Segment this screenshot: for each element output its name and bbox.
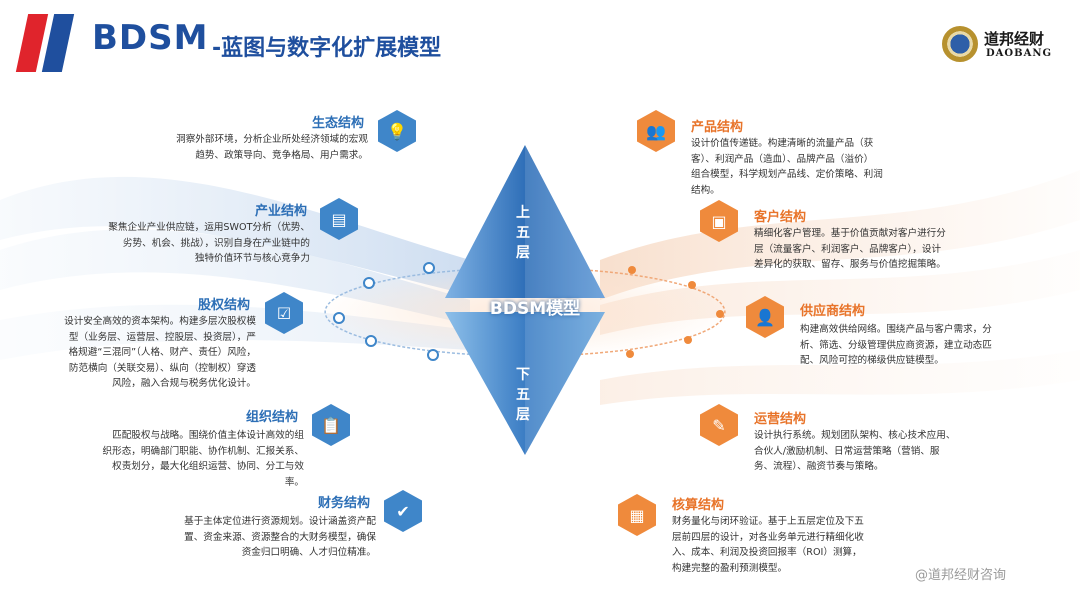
desc-line: 率。 <box>284 476 304 488</box>
upper-layer-char-3: 层 <box>516 245 530 261</box>
desc-line: 设计价值传递链。构建清晰的流量产品（获 <box>691 138 874 149</box>
desc-line: 置、资金来源、资源整合的大财务模型，确保 <box>184 531 376 543</box>
orbit-dot <box>688 281 696 289</box>
logo-text: 道邦经财 <box>984 30 1045 48</box>
watermark: @道邦经财咨询 <box>915 568 1007 583</box>
lower-triangle-shade <box>525 312 605 455</box>
desc-line: 构建完整的盈利预测模型。 <box>672 562 788 574</box>
orbit-right <box>524 267 726 357</box>
page-title: BDSM <box>92 18 209 58</box>
logo-seal-icon <box>942 26 978 62</box>
desc-line: 趋势、政策导向、竞争格局、用户需求。 <box>195 149 368 161</box>
desc-line: 匹配股权与战略。围绕价值主体设计高效的组 <box>112 430 304 441</box>
industry-structure-desc: 聚焦企业产业供应链，运用SWOT分析（优势、 劣势、机会、挑战），识别自身在产业… <box>60 220 310 267</box>
desc-line: 层前四层的设计，对各业务单元进行精细化收 <box>672 531 864 543</box>
lower-triangle <box>445 312 605 455</box>
header: BDSM -蓝图与数字化扩展模型 道邦经财 DAOBANG <box>0 0 1080 80</box>
desc-line: 组合模型，科学规划产品线、定价策略、利润 <box>691 169 883 180</box>
desc-line: 聚焦企业产业供应链，运用SWOT分析（优势、 <box>108 222 310 233</box>
clipboard-icon: 📋 <box>312 404 350 446</box>
desc-line: 劣势、机会、挑战），识别自身在产业链中的 <box>122 237 310 249</box>
equity-structure-title: 股权结构 <box>198 298 251 313</box>
desc-line: 精细化客户管理。基于价值贡献对客户进行分 <box>754 228 946 239</box>
desc-line: 务、流程）、融资节奏与策略。 <box>754 461 884 472</box>
checklist-icon: ☑ <box>265 292 303 334</box>
check-shield-icon: ✔ <box>384 490 422 532</box>
logo-subtext: DAOBANG <box>986 48 1053 59</box>
product-structure-title: 产品结构 <box>691 120 744 135</box>
desc-line: 结构。 <box>691 184 720 196</box>
desc-line: 格规避“三混同”（人格、财产、责任）风险， <box>68 347 256 358</box>
industry-structure-title: 产业结构 <box>255 204 308 219</box>
product-structure-desc: 设计价值传递链。构建清晰的流量产品（获 客）、利润产品（造血）、品牌产品（溢价）… <box>691 136 941 198</box>
upper-triangle <box>445 145 605 298</box>
desc-line: 客）、利润产品（造血）、品牌产品（溢价） <box>691 153 874 165</box>
organization-structure-desc: 匹配股权与战略。围绕价值主体设计高效的组 织形态，明确部门职能、协作机制、汇报关… <box>54 428 304 490</box>
finance-structure-title: 财务结构 <box>318 496 371 511</box>
operation-structure-title: 运营结构 <box>754 412 807 427</box>
upper-triangle-shade <box>525 145 605 298</box>
desc-line: 设计安全高效的资本架构。构建多层次股权模 <box>64 316 256 327</box>
upper-layer-char-2: 五 <box>516 225 530 241</box>
accounting-structure-title: 核算结构 <box>672 498 725 513</box>
desc-line: 财务量化与闭环验证。基于上五层定位及下五 <box>672 516 864 527</box>
document-icon: ▤ <box>320 198 358 240</box>
desc-line: 基于主体定位进行资源规划。设计涵盖资产配 <box>184 516 376 527</box>
orbit-dot <box>684 336 692 344</box>
desc-line: 入、成本、利润及投资回报率（ROI）测算， <box>672 547 862 558</box>
supplier-structure-desc: 构建高效供给网络。围绕产品与客户需求，分 析、筛选、分级管理供应商资源，建立动态… <box>800 322 1050 369</box>
desc-line: 差异化的获取、留存、服务与价值挖掘策略。 <box>754 259 946 270</box>
ecology-structure-title: 生态结构 <box>312 116 365 131</box>
lower-layer-char-3: 层 <box>516 407 530 423</box>
orbit-dot <box>363 277 375 289</box>
orbit-dot <box>626 350 634 358</box>
desc-line: 权责划分，最大化组织运营、协同、分工与效 <box>112 461 304 472</box>
ecology-structure-desc: 洞察外部环境，分析企业所处经济领域的宏观 趋势、政策导向、竞争格局、用户需求。 <box>120 132 368 163</box>
lower-layer-char-1: 下 <box>516 367 530 383</box>
desc-line: 合伙人/激励机制、日常运营策略（营销、服 <box>754 445 940 457</box>
upper-layer-char-1: 上 <box>516 205 530 221</box>
lower-layer-char-2: 五 <box>516 387 530 403</box>
supplier-structure-title: 供应商结构 <box>800 304 866 319</box>
accounting-structure-desc: 财务量化与闭环验证。基于上五层定位及下五 层前四层的设计，对各业务单元进行精细化… <box>672 514 912 576</box>
finance-structure-desc: 基于主体定位进行资源规划。设计涵盖资产配 置、资金来源、资源整合的大财务模型，确… <box>128 514 376 561</box>
model-label: BDSM模型 <box>489 299 581 319</box>
desc-line: 析、筛选、分级管理供应商资源，建立动态匹 <box>800 339 992 351</box>
equity-structure-desc: 设计安全高效的资本架构。构建多层次股权模 型（业务层、运营层、控股层、投资层），… <box>10 314 256 392</box>
lightbulb-icon: 💡 <box>378 110 416 152</box>
desc-line: 构建高效供给网络。围绕产品与客户需求，分 <box>800 324 992 335</box>
desc-line: 资金归口明确、人才归位精准。 <box>241 547 376 558</box>
desc-line: 风险，融入合规与税务优化设计。 <box>112 378 256 389</box>
orbit-dot <box>333 312 345 324</box>
desc-line: 织形态，明确部门职能、协作机制、汇报关系、 <box>102 445 304 457</box>
desc-line: 层（流量客户、利润客户、品牌客户），设计 <box>754 243 942 255</box>
page-subtitle: -蓝图与数字化扩展模型 <box>212 36 442 61</box>
desc-line: 型（业务层、运营层、控股层、投资层），严 <box>68 331 256 343</box>
orbit-dot <box>365 335 377 347</box>
desc-line: 防范横向（关联交易）、纵向（控制权）穿透 <box>68 362 256 374</box>
desc-line: 设计执行系统。规划团队架构、核心技术应用、 <box>754 430 956 441</box>
organization-structure-title: 组织结构 <box>246 410 299 425</box>
desc-line: 独特价值环节与核心竞争力 <box>194 253 310 264</box>
orbit-dot <box>628 266 636 274</box>
orbit-dot <box>427 349 439 361</box>
orbit-dot <box>423 262 435 274</box>
orbit-dots <box>333 262 724 361</box>
customer-structure-desc: 精细化客户管理。基于价值贡献对客户进行分 层（流量客户、利润客户、品牌客户），设… <box>754 226 1004 273</box>
customer-structure-title: 客户结构 <box>754 210 807 225</box>
desc-line: 配、风险可控的梯级供应链模型。 <box>800 355 944 366</box>
orbit-dot <box>716 310 724 318</box>
desc-line: 洞察外部环境，分析企业所处经济领域的宏观 <box>176 134 368 145</box>
operation-structure-desc: 设计执行系统。规划团队架构、核心技术应用、 合伙人/激励机制、日常运营策略（营销… <box>754 428 1004 475</box>
